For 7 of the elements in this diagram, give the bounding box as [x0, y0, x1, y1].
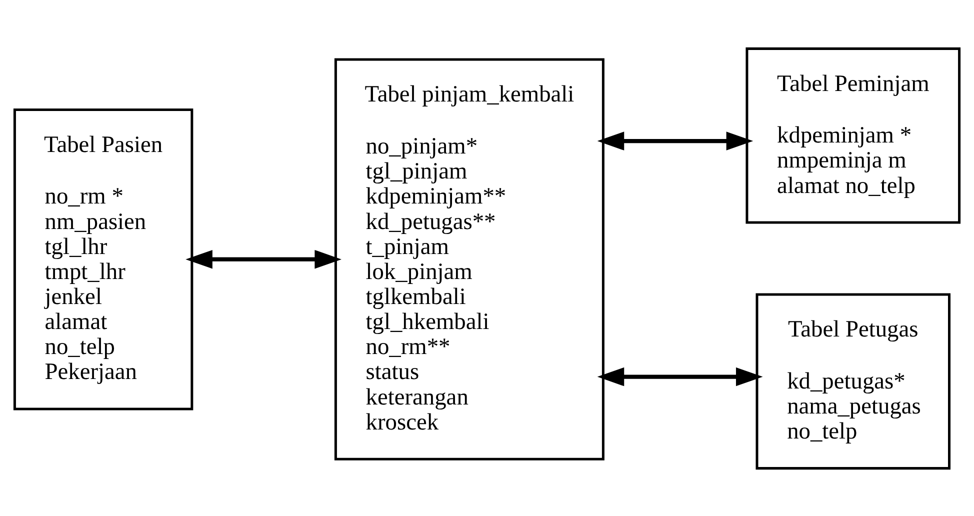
node-box: Tabel Petugas kd_petugas* nama_petugas no_telp — [756, 292, 950, 470]
node-box: Tabel Pasien no_rm * nm_pasien tgl_lhr tmpt_lhr jenkel alamat no_telp Pekerjaan — [13, 108, 194, 410]
node-box: Tabel pinjam_kembali no_pinjam* tgl_pinjam kdpeminjam** kd_petugas** t_pinjam lok_pinjam tglkembali tgl_hkembali no_rm** status keterangan kroscek — [334, 58, 604, 460]
arrow — [186, 249, 342, 268]
arrow — [597, 131, 754, 150]
node-box: Tabel Peminjam kdpeminjam * nmpeminja m alamat no_telp — [746, 46, 961, 224]
arrow — [597, 366, 763, 386]
